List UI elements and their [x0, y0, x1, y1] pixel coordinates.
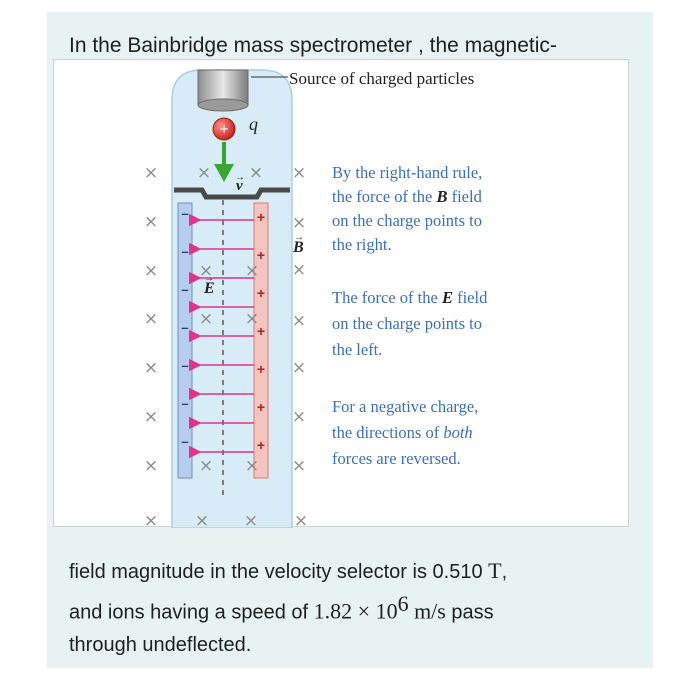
e-field-arrows — [188, 213, 254, 459]
b-field-cross: × — [292, 311, 306, 331]
plus-sign: + — [257, 361, 265, 377]
question-text-line1: In the Bainbridge mass spectrometer , th… — [69, 34, 557, 57]
plus-sign: + — [257, 247, 265, 263]
velocity-vector-arrow: → — [235, 172, 245, 183]
b-field-cross: × — [292, 407, 306, 427]
b-field-marks: × × × × × × × × × × × × × × × × × × × × × × × × × × — [144, 163, 308, 528]
b-field-cross: × — [195, 511, 209, 528]
b-field-cross: × — [199, 309, 213, 329]
minus-sign: – — [181, 320, 188, 335]
b-field-cross: × — [144, 309, 158, 329]
velocity-label: v — [236, 178, 243, 194]
negative-line3: forces are reversed. — [332, 449, 461, 468]
e-field-label: E — [203, 280, 215, 297]
annotations: By the right-hand rule, the force of the… — [332, 163, 488, 468]
b-field-cross: × — [144, 456, 158, 476]
rhr-line2: the force of the B field — [332, 187, 483, 206]
b-field-cross: × — [292, 456, 306, 476]
plus-sign: + — [257, 323, 265, 339]
b-field-cross: × — [249, 163, 263, 183]
particle-source — [197, 69, 249, 112]
rhr-line4: the right. — [332, 235, 392, 254]
b-field-cross: × — [292, 163, 306, 183]
plus-sign: + — [257, 285, 265, 301]
b-field-cross: × — [197, 163, 211, 183]
b-field-cross: × — [144, 358, 158, 378]
entrance-slit — [174, 187, 290, 200]
velocity-arrow-head — [214, 164, 234, 182]
b-field-cross: × — [292, 260, 306, 280]
mass-spectrometer-figure: Source of charged particles + q v → – + – +… — [53, 59, 629, 528]
b-field-cross: × — [144, 261, 158, 281]
b-field-cross: × — [244, 511, 258, 528]
question-text-continued: field magnitude in the velocity selector… — [69, 555, 629, 661]
plus-sign: + — [257, 437, 265, 453]
efield-line2: on the charge points to — [332, 314, 482, 333]
question-text-line4: through undeflected. — [69, 633, 252, 656]
plate-signs: – + – + – + – + – + – + – + — [181, 206, 265, 453]
b-field-cross: × — [144, 212, 158, 232]
efield-line3: the left. — [332, 340, 382, 359]
b-field-cross: × — [144, 511, 158, 528]
b-field-cross: × — [245, 309, 259, 329]
question-text-line3: and ions having a speed of 1.82 × 106 m/… — [69, 591, 494, 624]
b-field-cross: × — [292, 358, 306, 378]
rhr-line3: on the charge points to — [332, 211, 482, 230]
plus-sign: + — [257, 399, 265, 415]
plus-sign: + — [257, 209, 265, 225]
b-field-cross: × — [292, 213, 306, 233]
b-field-label: B — [292, 239, 304, 256]
minus-sign: – — [181, 358, 188, 373]
charge-particle — [212, 117, 236, 141]
charge-sign: + — [219, 121, 228, 138]
efield-line1: The force of the E field — [332, 288, 488, 307]
minus-sign: – — [181, 206, 188, 221]
b-vector-arrow: → — [294, 232, 304, 243]
minus-sign: – — [181, 434, 188, 449]
b-field-cross: × — [199, 456, 213, 476]
rhr-line1: By the right-hand rule, — [332, 163, 482, 182]
e-vector-arrow: → — [204, 273, 214, 284]
b-field-cross: × — [294, 511, 308, 528]
minus-sign: – — [181, 282, 188, 297]
charge-label: q — [249, 114, 258, 134]
b-field-cross: × — [199, 261, 213, 281]
positive-plate — [253, 202, 269, 479]
negative-line1: For a negative charge, — [332, 397, 478, 416]
question-text-line2: field magnitude in the velocity selector… — [69, 558, 508, 583]
minus-sign: – — [181, 244, 188, 259]
b-field-cross: × — [144, 163, 158, 183]
minus-sign: – — [181, 396, 188, 411]
source-label: Source of charged particles — [289, 69, 474, 88]
b-field-cross: × — [245, 261, 259, 281]
figure-svg: Source of charged particles + q v → – + – +… — [144, 69, 488, 528]
b-field-cross: × — [245, 456, 259, 476]
b-field-cross: × — [144, 407, 158, 427]
negative-line2: the directions of both — [332, 423, 473, 442]
